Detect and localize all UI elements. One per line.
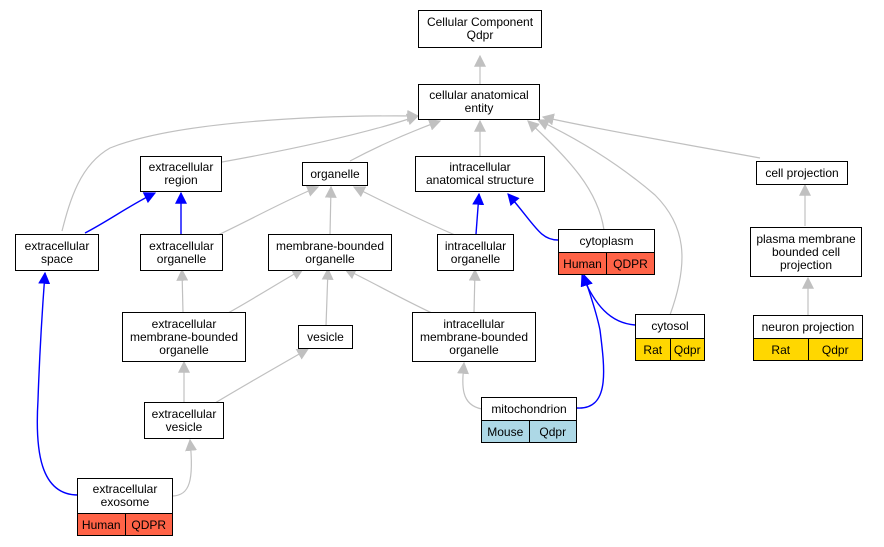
node-extracellular-vesicle[interactable]: extracellular vesicle [144,402,224,439]
node-label: extracellular vesicle [151,406,217,434]
node-organelle[interactable]: organelle [302,162,368,186]
edge-cytosol-cytoplasm [580,273,636,326]
edge-ext-space-ext-region [84,192,157,234]
edge-extracellular-space-cae [61,109,420,232]
node-label: extracellular region [148,160,214,187]
node-extracellular-exosome[interactable]: extracellular exosome Human QDPR [77,478,173,536]
node-intracellular-anatomical-structure[interactable]: intracellular anatomical structure [415,156,545,192]
node-label: membrane-bounded organelle [275,238,385,266]
edge-vesicle-mbo [321,267,334,327]
gene-cell: QDPR [606,253,654,274]
node-label: cytosol [651,319,689,333]
edge-imb-mbo [343,268,433,314]
node-label: intracellular membrane-bounded organelle [419,316,529,357]
node-cell-projection[interactable]: cell projection [756,161,848,185]
node-label: organelle [310,166,360,181]
species-cell: Rat [636,339,670,360]
gene-cell: QDPR [124,514,172,535]
node-extracellular-region[interactable]: extracellular region [140,156,222,192]
edge-ext-organelle-organelle [217,185,320,236]
node-intracellular-membrane-bounded-organelle[interactable]: intracellular membrane-bounded organelle [412,312,536,362]
edge-cytosol-cae [536,119,683,316]
node-label: extracellular membrane-bounded organelle [129,316,239,357]
node-membrane-bounded-organelle[interactable]: membrane-bounded organelle [268,234,392,271]
node-label: extracellular organelle [149,238,214,266]
node-label: cell projection [765,165,839,180]
node-extracellular-organelle[interactable]: extracellular organelle [140,234,223,271]
species-cell: Mouse [482,421,529,442]
edge-emb-ext-organelle [176,268,189,314]
node-label: plasma membrane bounded cell projection [756,231,856,272]
gene-cell: Qdpr [669,339,704,360]
gene-cell: Qdpr [807,339,862,360]
node-label: neuron projection [761,319,855,334]
node-label: extracellular space [24,238,90,266]
edge-cell-projection-cae [541,113,761,159]
node-intracellular-organelle[interactable]: intracellular organelle [437,234,514,271]
node-plasma-membrane-bounded-cell-projection[interactable]: plasma membrane bounded cell projection [750,227,862,277]
node-cytoplasm[interactable]: cytoplasm Human QDPR [558,229,655,275]
node-label: intracellular anatomical structure [425,160,535,187]
edge-extracellular-region-cae [221,113,420,163]
edge-cytoplasm-int-structure [507,193,559,241]
node-label: mitochondrion [491,401,567,416]
node-neuron-projection[interactable]: neuron projection Rat Qdpr [753,315,863,361]
species-cell: Rat [754,339,808,360]
edge-mbo-organelle [324,185,337,236]
edge-exosome-ext-space [36,271,79,496]
node-cytosol[interactable]: cytosol Rat Qdpr [635,314,705,361]
node-extracellular-membrane-bounded-organelle[interactable]: extracellular membrane-bounded organelle [122,312,246,362]
edge-mito-imb [457,361,483,410]
edge-ext-vesicle-vesicle [214,348,310,404]
edge-organelle-cae [349,119,442,162]
node-label: extracellular exosome [92,482,158,509]
node-label: Cellular Component Qdpr [426,15,534,42]
node-mitochondrion[interactable]: mitochondrion Mouse Qdpr [481,397,577,443]
edge-mito-cytoplasm [576,273,605,409]
edge-int-organelle-int-structure [472,192,485,235]
node-label: intracellular organelle [444,238,507,266]
species-cell: Human [559,253,606,274]
node-label: vesicle [307,329,344,344]
node-extracellular-space[interactable]: extracellular space [15,234,99,271]
edge-imb-int-organelle [468,268,481,314]
node-vesicle[interactable]: vesicle [298,325,353,349]
node-label: cytoplasm [579,233,634,248]
node-label: cellular anatomical entity [429,88,529,115]
edge-cytoplasm-cae [527,120,605,231]
gene-cell: Qdpr [528,421,576,442]
node-cellular-component-root[interactable]: Cellular Component Qdpr [418,10,542,48]
edge-emb-mbo [227,268,305,314]
node-cellular-anatomical-entity[interactable]: cellular anatomical entity [418,84,540,120]
edge-int-organelle-organelle [352,186,456,236]
edge-exosome-ext-vesicle [171,438,198,497]
species-cell: Human [78,514,125,535]
